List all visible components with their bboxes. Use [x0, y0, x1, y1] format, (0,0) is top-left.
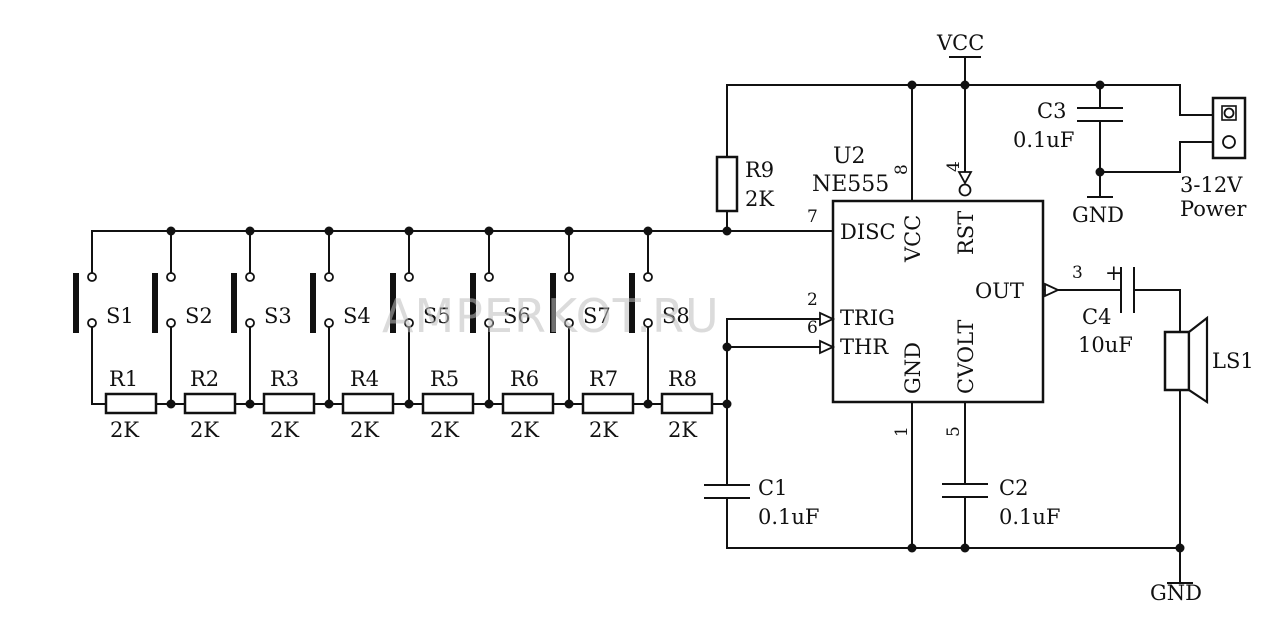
resistor-ref: R5	[430, 367, 459, 391]
gnd-label: GND	[1072, 203, 1124, 227]
switch-label: S5	[423, 304, 451, 328]
switch-s6: S6	[470, 272, 531, 333]
pin-number-cvolt: 5	[944, 426, 964, 437]
capacitor-value: 0.1uF	[999, 505, 1061, 529]
resistor-value: 2K	[430, 418, 459, 442]
ic-ref: U2	[833, 144, 866, 169]
capacitor-c1: C1 0.1uF	[704, 476, 820, 529]
pin-vcc-label: VCC	[901, 215, 925, 263]
capacitor-value: 10uF	[1078, 333, 1133, 357]
resistor-r4: R4 2K	[341, 367, 395, 442]
resistor-value: 2K	[270, 418, 299, 442]
rst-bubble	[958, 183, 972, 197]
resistor-value: 2K	[110, 418, 139, 442]
resistor-r1: R1 2K	[104, 367, 158, 442]
pin-cvolt-label: CVOLT	[954, 320, 978, 394]
resistor-value: 2K	[190, 418, 219, 442]
capacitor-ref: C3	[1037, 99, 1066, 123]
pin-number-out: 3	[1072, 263, 1083, 283]
resistor-ref: R2	[190, 367, 219, 391]
resistor-ref: R8	[668, 367, 697, 391]
speaker-ls1: LS1	[1163, 315, 1254, 405]
power-label: Power	[1180, 197, 1247, 221]
capacitor-polarity: +	[1105, 261, 1123, 285]
capacitor-value: 0.1uF	[1013, 128, 1075, 152]
resistor-ref: R3	[270, 367, 299, 391]
watermark: AMPERKOT.RU	[382, 289, 720, 343]
pin-out-label: OUT	[975, 279, 1024, 303]
switch-label: S3	[264, 304, 292, 328]
capacitor-ref: C4	[1082, 305, 1111, 329]
vcc-label: VCC	[936, 31, 984, 55]
resistor-r3: R3 2K	[262, 367, 316, 442]
speaker-ref: LS1	[1212, 349, 1254, 373]
vcc-symbol: VCC	[936, 31, 984, 58]
switch-s4: S4	[310, 272, 371, 333]
resistor-value: 2K	[350, 418, 379, 442]
switch-s3: S3	[231, 272, 292, 333]
pin-thr-label: THR	[840, 335, 889, 359]
ic-part: NE555	[812, 172, 889, 197]
power-voltage: 3-12V	[1180, 173, 1243, 197]
capacitor-c2: C2 0.1uF	[942, 476, 1061, 529]
resistor-ref: R6	[510, 367, 539, 391]
pin-number-disc: 7	[807, 207, 818, 227]
pin-number-trig: 2	[807, 290, 818, 310]
resistor-value: 2K	[510, 418, 539, 442]
switch-s1: S1	[73, 272, 134, 333]
ne555-ic: U2 NE555 DISC TRIG THR OUT VCC RST GND C…	[807, 144, 1083, 437]
resistor-ref: R4	[350, 367, 379, 391]
switch-label: S1	[106, 304, 134, 328]
capacitor-ref: C1	[758, 476, 787, 500]
resistor-r2: R2 2K	[183, 367, 237, 442]
gnd-symbol-top: GND	[1072, 196, 1124, 227]
pin-gnd-label: GND	[901, 342, 925, 394]
pin-number-thr: 6	[807, 318, 818, 338]
gnd-symbol-bottom: GND	[1150, 581, 1202, 605]
resistor-r7: R7 2K	[581, 367, 635, 442]
resistor-ref: R9	[745, 158, 774, 182]
pin-rst-label: RST	[954, 211, 978, 255]
capacitor-c3: C3 0.1uF	[1013, 99, 1123, 152]
capacitor-c4: + C4 10uF	[1078, 261, 1135, 357]
resistor-value: 2K	[668, 418, 697, 442]
capacitor-ref: C2	[999, 476, 1028, 500]
resistor-r8: R8 2K	[660, 367, 714, 442]
switch-label: S6	[503, 304, 531, 328]
resistor-r6: R6 2K	[501, 367, 555, 442]
switch-s5: S5	[390, 272, 451, 333]
pin-number-vcc: 8	[892, 164, 912, 175]
switch-label: S2	[185, 304, 213, 328]
resistor-ref: R7	[589, 367, 618, 391]
pin-number-rst: 4	[944, 161, 964, 172]
pin-disc-label: DISC	[840, 220, 896, 244]
resistor-value: 2K	[745, 187, 774, 211]
switch-label: S7	[583, 304, 611, 328]
pin-number-gnd: 1	[892, 426, 912, 437]
power-connector: 3-12V Power	[1180, 96, 1247, 221]
thr-arrow	[819, 339, 836, 355]
resistor-ref: R1	[109, 367, 138, 391]
rst-arrow	[957, 171, 973, 185]
junction-dots	[166, 80, 1185, 553]
switch-label: S8	[662, 304, 690, 328]
switch-label: S4	[343, 304, 371, 328]
switch-wires	[91, 230, 649, 405]
switch-s7: S7	[550, 272, 611, 333]
pin-trig-label: TRIG	[840, 306, 895, 330]
switch-s2: S2	[152, 272, 213, 333]
resistor-r5: R5 2K	[421, 367, 475, 442]
switch-s8: S8	[629, 272, 690, 333]
trig-arrow	[819, 311, 836, 327]
out-arrow	[1044, 282, 1061, 298]
gnd-label: GND	[1150, 581, 1202, 605]
resistor-value: 2K	[589, 418, 618, 442]
capacitor-value: 0.1uF	[758, 505, 820, 529]
resistor-r9: R9 2K	[715, 155, 774, 213]
